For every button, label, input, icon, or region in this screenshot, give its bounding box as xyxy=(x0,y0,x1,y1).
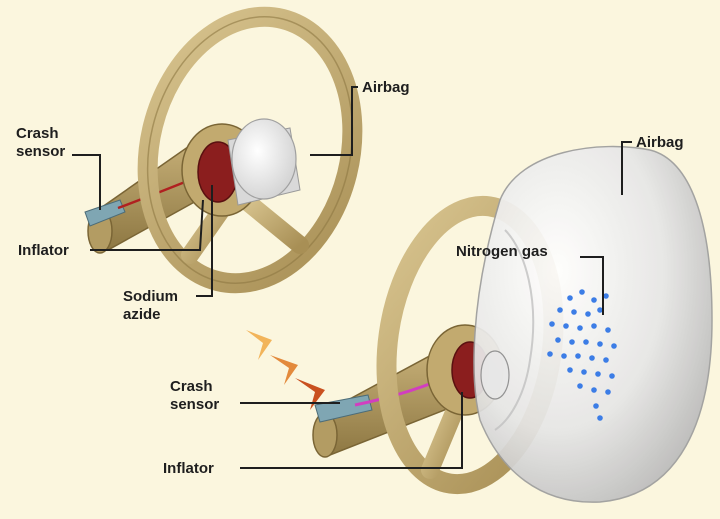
nitrogen-gas-dot xyxy=(591,323,597,329)
nitrogen-gas-dot xyxy=(581,369,587,375)
nitrogen-gas-dot xyxy=(567,367,573,373)
nitrogen-gas-dot xyxy=(569,339,575,345)
nitrogen-gas-dot xyxy=(583,339,589,345)
nitrogen-gas-dot xyxy=(577,383,583,389)
nitrogen-gas-dot xyxy=(571,309,577,315)
top-folded-airbag xyxy=(227,118,301,206)
nitrogen-gas-dot xyxy=(575,353,581,359)
bottom-inflator-ring xyxy=(480,350,510,400)
nitrogen-gas-dot xyxy=(591,387,597,393)
top-crash-sensor-part xyxy=(84,199,126,227)
label-airbag-right: Airbag xyxy=(636,134,684,151)
impact-arrow-2 xyxy=(270,355,298,385)
impact-arrow-1 xyxy=(246,330,272,360)
impact-arrow-3 xyxy=(295,378,325,410)
label-inflator-top: Inflator xyxy=(18,242,69,259)
nitrogen-gas-dots xyxy=(547,289,617,421)
leader-sodium-azide xyxy=(196,185,213,297)
nitrogen-gas-dot xyxy=(589,355,595,361)
airbag-fold-line xyxy=(494,229,535,431)
nitrogen-gas-dot xyxy=(561,353,567,359)
leader-nitrogen-gas xyxy=(580,256,604,315)
label-crash-sensor-top-line1: Crash xyxy=(16,125,59,142)
label-inflator-bottom: Inflator xyxy=(163,460,214,477)
nitrogen-gas-dot xyxy=(547,351,553,357)
nitrogen-gas-dot xyxy=(597,341,603,347)
nitrogen-gas-dot xyxy=(595,371,601,377)
nitrogen-gas-dot xyxy=(597,307,603,313)
nitrogen-gas-dot xyxy=(609,373,615,379)
top-steering-assembly xyxy=(84,6,363,294)
leader-crash-sensor-top xyxy=(72,154,101,210)
label-nitrogen-gas: Nitrogen gas xyxy=(456,243,548,260)
nitrogen-gas-dot xyxy=(611,343,617,349)
nitrogen-gas-dot xyxy=(567,295,573,301)
label-crash-sensor-bottom-line1: Crash xyxy=(170,378,213,395)
bottom-crash-sensor-part xyxy=(314,394,373,423)
label-sodium-azide-line2: azide xyxy=(123,306,161,323)
label-airbag-top: Airbag xyxy=(362,79,410,96)
nitrogen-gas-dot xyxy=(577,325,583,331)
nitrogen-gas-dot xyxy=(603,357,609,363)
bottom-steering-assembly xyxy=(312,195,564,495)
label-crash-sensor-top-line2: sensor xyxy=(16,143,66,160)
impact-arrows xyxy=(246,330,325,410)
top-wheel-rim-edge xyxy=(146,16,354,284)
nitrogen-gas-dot xyxy=(593,403,599,409)
nitrogen-gas-dot xyxy=(597,415,603,421)
leader-inflator-top xyxy=(90,199,204,251)
leader-airbag-right xyxy=(621,141,632,195)
label-sodium-azide-line1: Sodium xyxy=(123,288,178,305)
nitrogen-gas-dot xyxy=(579,289,585,295)
nitrogen-gas-dot xyxy=(557,307,563,313)
nitrogen-gas-dot xyxy=(591,297,597,303)
top-wheel-spoke-2 xyxy=(236,191,309,254)
nitrogen-gas-dot xyxy=(555,337,561,343)
label-crash-sensor-bottom-line2: sensor xyxy=(170,396,220,413)
bottom-wheel-spoke xyxy=(421,401,464,479)
nitrogen-gas-dot xyxy=(549,321,555,327)
nitrogen-gas-dot xyxy=(605,389,611,395)
leader-inflator-bottom xyxy=(240,392,463,469)
nitrogen-gas-dot xyxy=(605,327,611,333)
nitrogen-gas-dot xyxy=(603,293,609,299)
leader-lines xyxy=(72,86,632,469)
leader-airbag-top xyxy=(310,86,358,156)
nitrogen-gas-dot xyxy=(563,323,569,329)
nitrogen-gas-dot xyxy=(585,311,591,317)
